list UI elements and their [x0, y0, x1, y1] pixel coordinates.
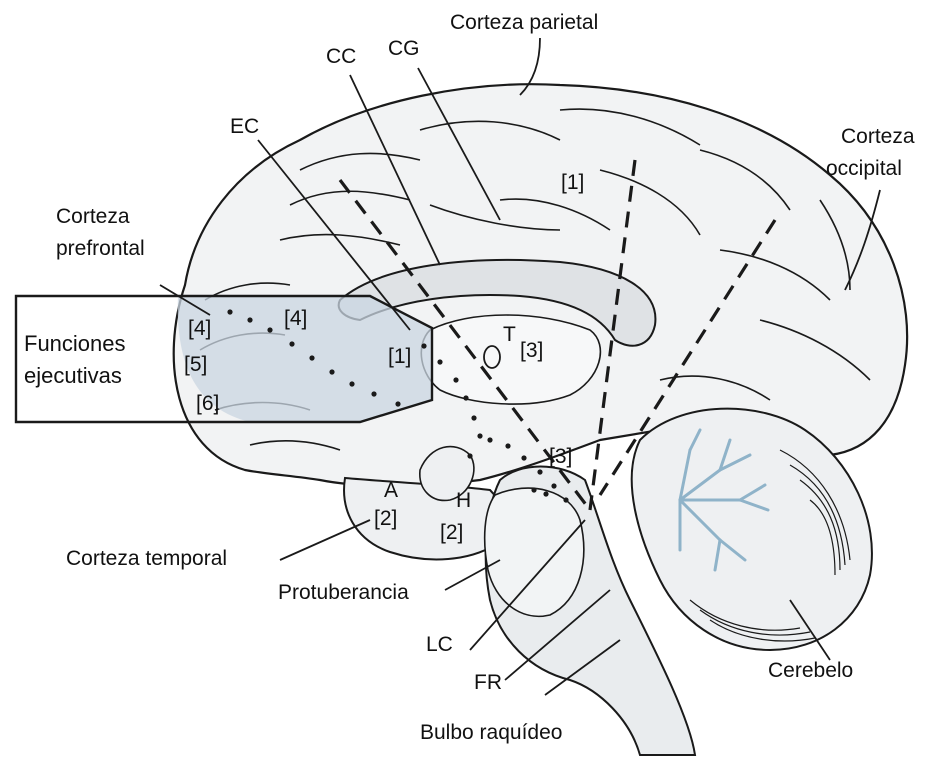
label-bulbo-raquideo: Bulbo raquídeo — [420, 722, 562, 743]
marker-pf-6: [6] — [196, 393, 219, 414]
label-cc: CC — [326, 46, 356, 67]
label-ec: EC — [230, 116, 259, 137]
marker-pf-4a: [4] — [188, 318, 211, 339]
label-lc: LC — [426, 634, 453, 655]
label-funciones-2: ejecutivas — [24, 362, 122, 390]
marker-lower-3: [3] — [549, 446, 572, 467]
marker-parietal-1: [1] — [561, 172, 584, 193]
label-corteza-temporal: Corteza temporal — [66, 548, 227, 569]
marker-a-2: [2] — [374, 508, 397, 529]
marker-pf-5: [5] — [184, 354, 207, 375]
label-h: H — [456, 490, 471, 511]
marker-pf-4b: [4] — [284, 308, 307, 329]
label-corteza-parietal: Corteza parietal — [450, 12, 598, 33]
label-funciones-1: Funciones — [24, 330, 126, 358]
label-fr: FR — [474, 672, 502, 693]
label-corteza-occipital-2: occipital — [826, 158, 902, 179]
label-t: T — [503, 324, 516, 345]
label-corteza-occipital-1: Corteza — [841, 126, 915, 147]
label-corteza-prefrontal-1: Corteza — [56, 206, 130, 227]
label-a: A — [384, 480, 398, 501]
marker-t-3: [3] — [520, 340, 543, 361]
label-cerebelo: Cerebelo — [768, 660, 853, 681]
label-protuberancia: Protuberancia — [278, 582, 409, 603]
label-cg: CG — [388, 38, 420, 59]
marker-ec-1: [1] — [388, 346, 411, 367]
marker-h-2: [2] — [440, 522, 463, 543]
label-corteza-prefrontal-2: prefrontal — [56, 238, 145, 259]
